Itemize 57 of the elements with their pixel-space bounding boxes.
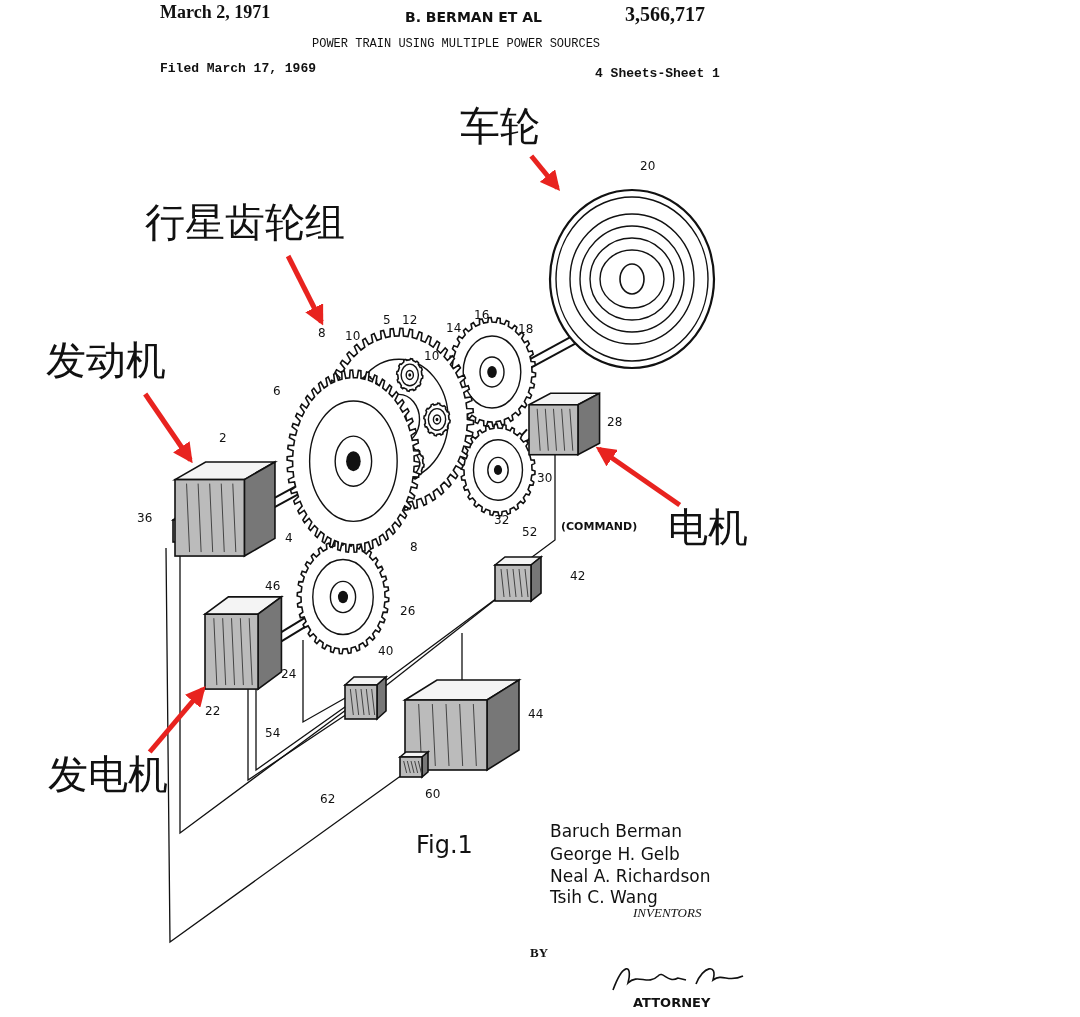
inventor-name: George H. Gelb bbox=[550, 845, 680, 864]
callout-number: 26 bbox=[400, 605, 416, 619]
callout-number: 46 bbox=[265, 580, 281, 594]
part-label: 发动机 bbox=[46, 338, 206, 394]
callout-number: 10 bbox=[345, 330, 361, 344]
callout-number: 12 bbox=[402, 314, 418, 328]
callout-number: 30 bbox=[537, 472, 553, 486]
arrow bbox=[147, 686, 206, 754]
arrow bbox=[529, 154, 561, 192]
generator-block bbox=[203, 595, 281, 691]
callout-number: 62 bbox=[320, 793, 336, 807]
wheel-drawing bbox=[548, 188, 716, 370]
callout-number: 44 bbox=[528, 708, 544, 722]
callout-number: 54 bbox=[265, 727, 281, 741]
inventor-name: Neal A. Richardson bbox=[550, 867, 711, 886]
callout-number: 20 bbox=[640, 160, 656, 174]
motor-block bbox=[527, 392, 599, 456]
by-label: BY bbox=[530, 946, 549, 961]
inventor-name: Baruch Berman bbox=[550, 822, 682, 841]
patent-number: 3,566,717 bbox=[625, 3, 705, 25]
callout-number: 14 bbox=[446, 322, 462, 336]
callout-number: 32 bbox=[494, 514, 510, 528]
part-label: 发电机 bbox=[48, 752, 204, 808]
sheet-number: 4 Sheets-Sheet 1 bbox=[595, 67, 720, 82]
callout-number: 28 bbox=[607, 416, 623, 430]
attorney-caption: ATTORNEY bbox=[633, 996, 711, 1011]
patent-title: POWER TRAIN USING MULTIPLE POWER SOURCES bbox=[312, 38, 601, 52]
engine-block bbox=[173, 460, 275, 558]
arrow bbox=[143, 392, 193, 464]
callout-number: 10 bbox=[424, 350, 440, 364]
callout-number: 52 bbox=[522, 526, 538, 540]
command-label: (COMMAND) bbox=[561, 521, 638, 534]
arrow bbox=[595, 446, 682, 508]
callout-number: 42 bbox=[570, 570, 586, 584]
arrow bbox=[285, 254, 324, 326]
callout-number: 36 bbox=[137, 512, 153, 526]
callout-number: 24 bbox=[281, 668, 297, 682]
callout-number: 6 bbox=[273, 385, 281, 399]
callout-number: 8 bbox=[410, 541, 418, 555]
inventor-header: B. BERMAN ET AL bbox=[405, 10, 542, 26]
callout-number: 40 bbox=[378, 645, 394, 659]
callout-number: 8 bbox=[318, 327, 326, 341]
callout-number: 16 bbox=[474, 309, 490, 323]
callout-number: 60 bbox=[425, 788, 441, 802]
inventor-name: Tsih C. Wang bbox=[550, 888, 658, 907]
part-label: 电机 bbox=[668, 505, 772, 561]
callout-number: 22 bbox=[205, 705, 221, 719]
inventors-caption: INVENTORS bbox=[633, 906, 702, 921]
figure-label: Fig.1 bbox=[416, 832, 473, 859]
callout-number: 2 bbox=[219, 432, 227, 446]
part-label: 行星齿轮组 bbox=[145, 200, 403, 256]
part-label: 车轮 bbox=[460, 104, 560, 156]
callout-number: 5 bbox=[383, 314, 391, 328]
filing-date: Filed March 17, 1969 bbox=[160, 62, 317, 77]
callout-number: 18 bbox=[518, 323, 534, 337]
callout-number: 4 bbox=[285, 532, 293, 546]
issue-date: March 2, 1971 bbox=[160, 3, 271, 23]
